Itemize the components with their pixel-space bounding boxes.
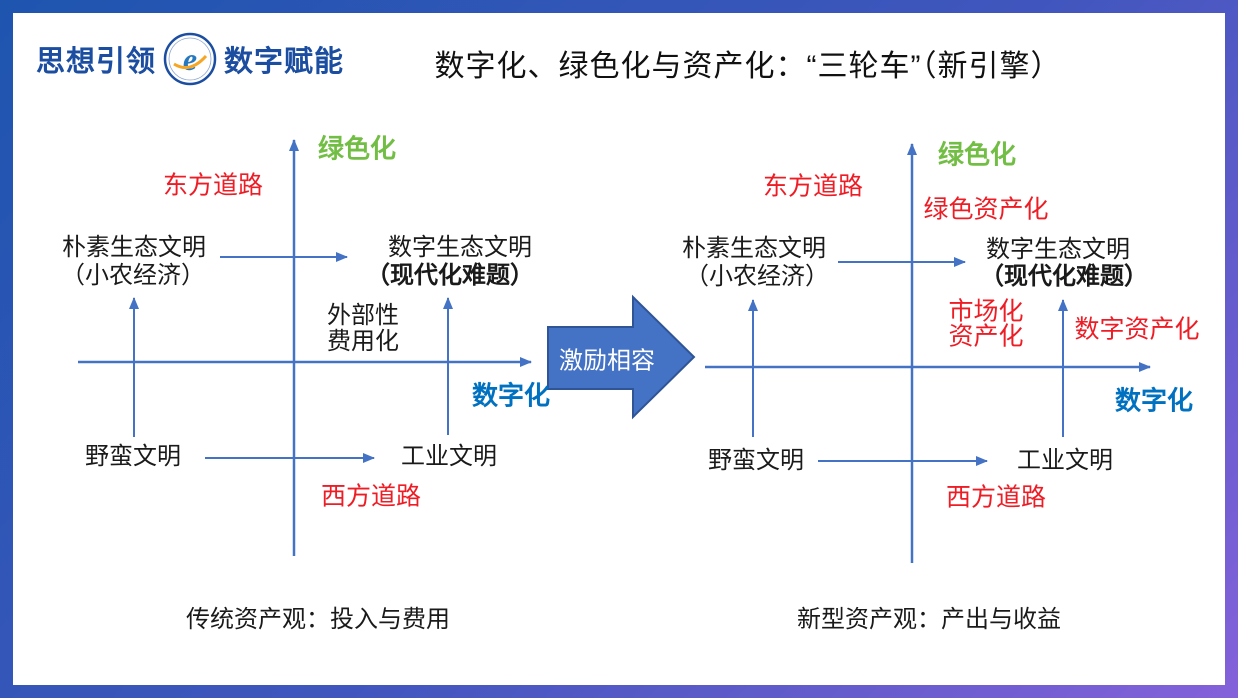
right-y-axis-label: 绿色化 bbox=[937, 139, 1017, 170]
right-east-road-label: 东方道路 bbox=[762, 172, 864, 201]
left-q2-line2: （小农经济） bbox=[61, 261, 205, 289]
transition-arrow-label: 激励相容 bbox=[559, 347, 655, 375]
right-q3-label: 野蛮文明 bbox=[708, 446, 804, 474]
left-quadrant-axes bbox=[78, 139, 532, 556]
right-q1-line2: （现代化难题） bbox=[980, 262, 1148, 290]
left-externality-line1: 外部性 bbox=[327, 301, 399, 329]
right-quadrant-axes bbox=[705, 143, 1151, 563]
right-q4-label: 工业文明 bbox=[1017, 446, 1113, 474]
brand-text-left: 思想引领 bbox=[36, 46, 157, 78]
right-digital-assetization-label: 数字资产化 bbox=[1074, 315, 1200, 344]
left-externality-line2: 费用化 bbox=[327, 327, 399, 355]
left-east-road-label: 东方道路 bbox=[162, 171, 264, 200]
left-west-road-label: 西方道路 bbox=[320, 482, 422, 511]
right-market-line2: 资产化 bbox=[948, 322, 1024, 351]
left-y-axis-label: 绿色化 bbox=[317, 133, 397, 164]
right-west-road-label: 西方道路 bbox=[945, 483, 1047, 512]
right-q1-line1: 数字生态文明 bbox=[986, 235, 1130, 263]
slide-title: 数字化、绿色化与资产化：“三轮车”（新引擎） bbox=[434, 50, 1062, 83]
big-right-arrow bbox=[547, 294, 696, 420]
left-q1-line1: 数字生态文明 bbox=[388, 233, 532, 261]
right-caption: 新型资产观：产出与收益 bbox=[797, 605, 1061, 633]
left-q3-label: 野蛮文明 bbox=[85, 442, 181, 470]
brand-logo-letter: e bbox=[183, 41, 197, 77]
right-x-axis-label: 数字化 bbox=[1114, 385, 1194, 416]
left-caption: 传统资产观：投入与费用 bbox=[186, 605, 450, 633]
left-q2-line1: 朴素生态文明 bbox=[62, 233, 206, 261]
brand-logo-icon: e bbox=[163, 32, 217, 86]
slide-body: 思想引领 e 数字赋能 数字化、绿色化与资产化：“三轮车”（新引擎） 绿色化 东… bbox=[13, 13, 1225, 685]
right-q2-line2: （小农经济） bbox=[685, 262, 829, 290]
left-x-axis-label: 数字化 bbox=[471, 380, 551, 411]
brand-text-right: 数字赋能 bbox=[224, 46, 345, 78]
right-q2-line1: 朴素生态文明 bbox=[682, 234, 826, 262]
left-q4-label: 工业文明 bbox=[401, 442, 497, 470]
brand-logo-group: 思想引领 e 数字赋能 bbox=[36, 30, 344, 88]
right-market-line1: 市场化 bbox=[948, 297, 1024, 326]
left-q1-line2: （现代化难题） bbox=[366, 261, 534, 289]
right-green-assetization-label: 绿色资产化 bbox=[923, 195, 1049, 224]
